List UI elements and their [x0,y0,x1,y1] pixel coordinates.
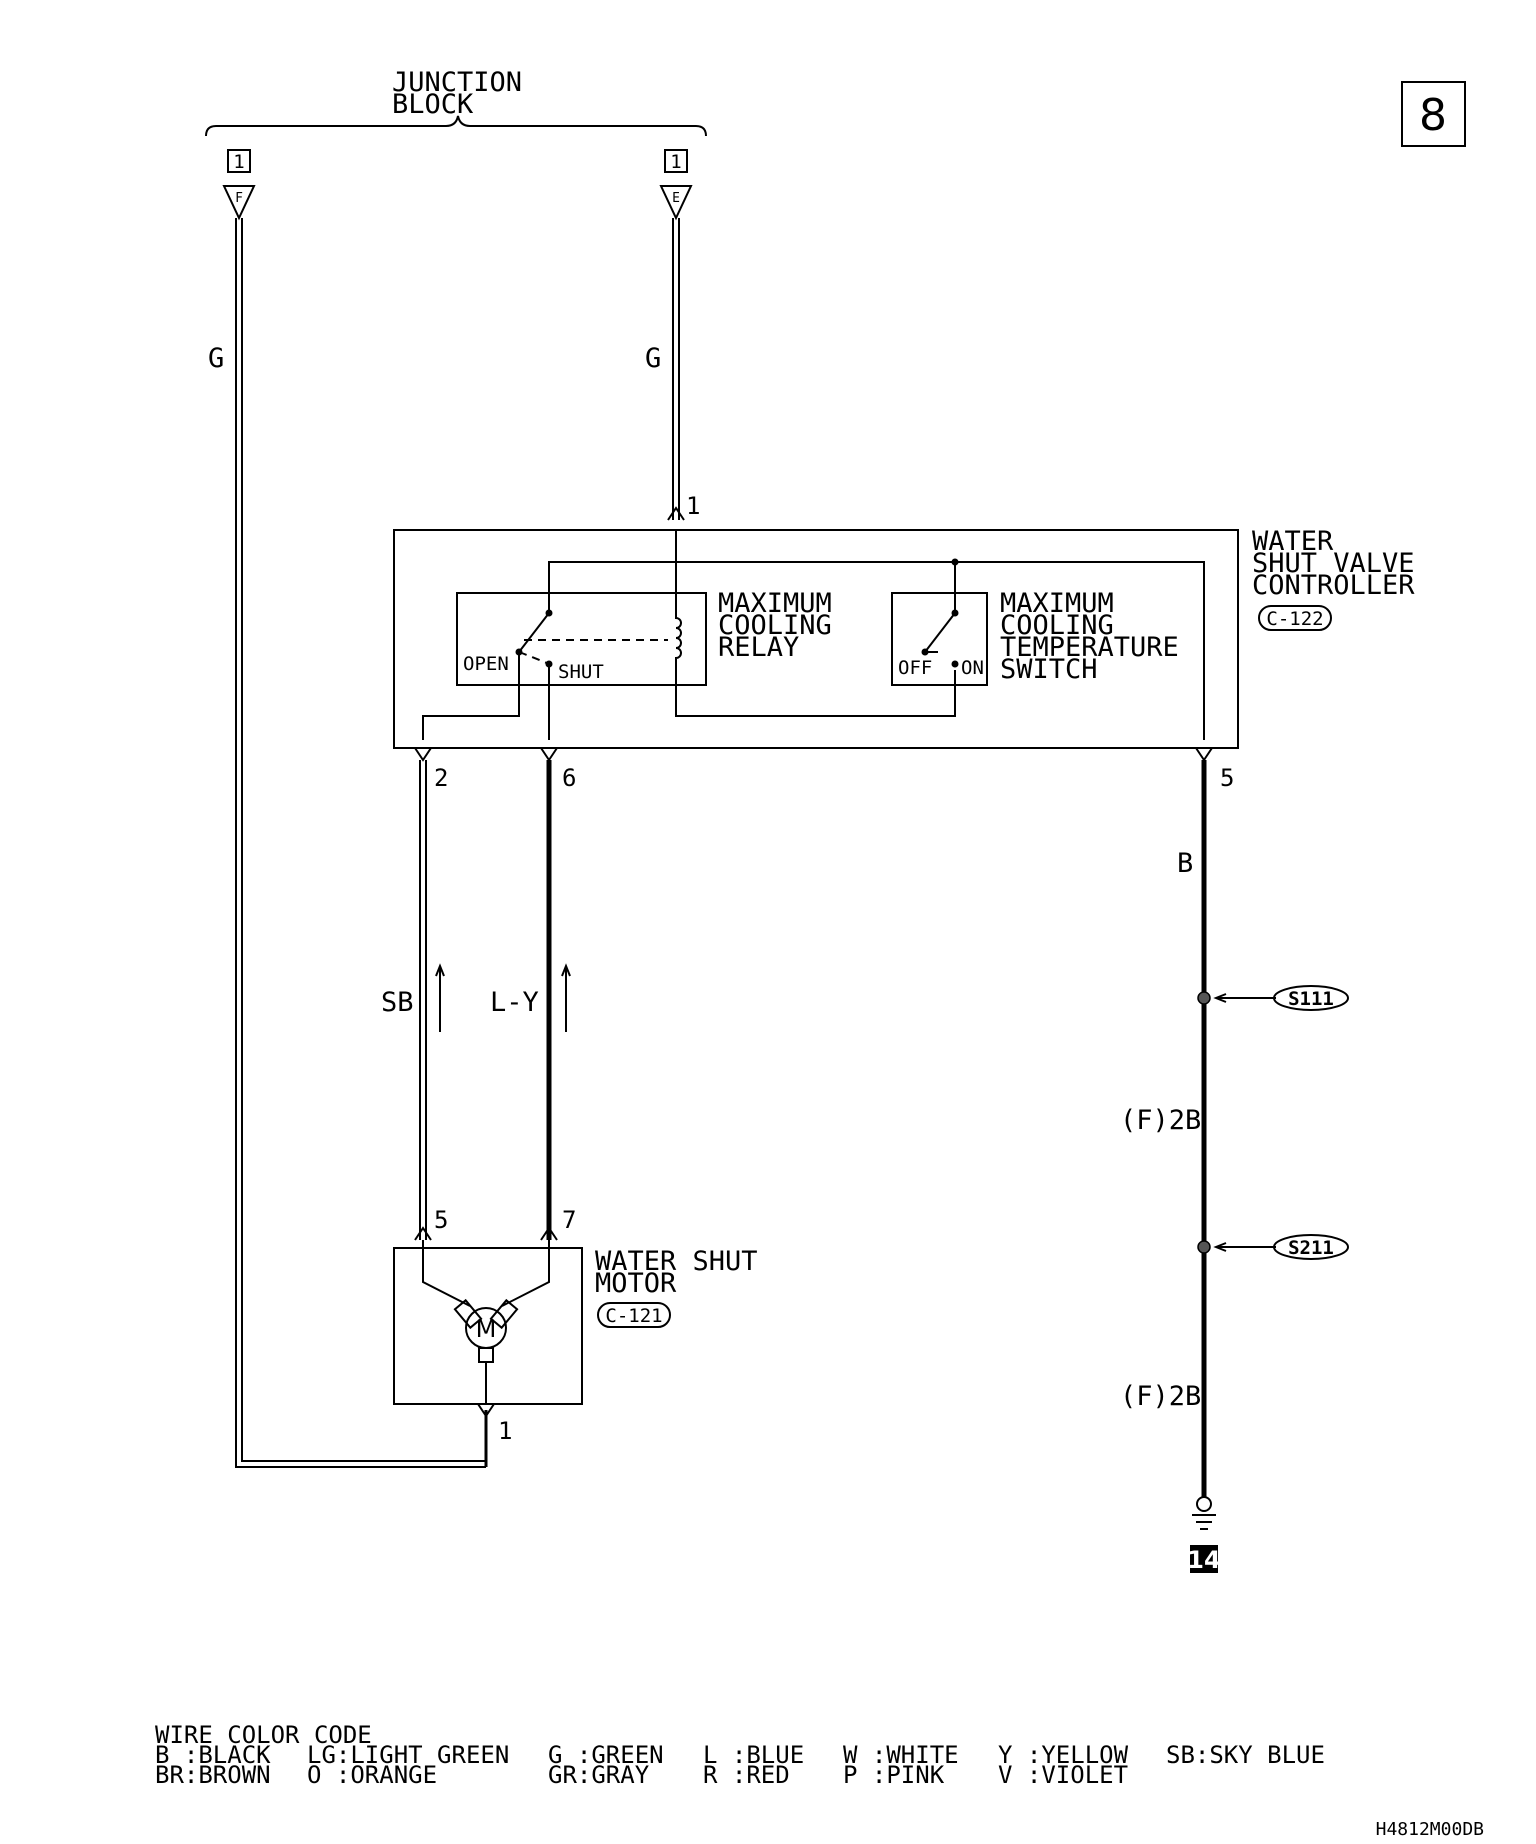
legend-row2-item: O :ORANGE [307,1761,437,1789]
footer-code: H4812M00DB [1376,1819,1484,1840]
junction-block-line1: JUNCTION [392,67,522,98]
legend-row1-item: G :GREEN [548,1741,664,1769]
motor-symbol: M [453,1298,519,1404]
legend-row2-item: R :RED [703,1761,790,1789]
left-terminal-letter: F [235,191,243,206]
legend-row2-item: BR:BROWN [155,1761,271,1789]
black-wire-color: B [1177,848,1193,879]
splice-s111: S111 [1197,985,1349,1011]
legend-row1-item: LG:LIGHT GREEN [307,1741,509,1769]
controller-connector-oval [1258,605,1332,631]
controller-pin-5: 5 [1220,764,1234,792]
relay-coil [675,590,682,668]
junction-block-line2: BLOCK [392,89,474,120]
splice-segment-1: (F)2B [1120,1105,1201,1136]
ground-number-box [1190,1545,1218,1573]
motor-line2: MOTOR [595,1268,677,1299]
legend-row2-item: GR:GRAY [548,1761,650,1789]
splice-s111-label: S111 [1288,988,1334,1010]
relay-line3: RELAY [718,632,799,663]
temp-switch-on: ON [961,657,984,679]
sb-wire: SB [381,760,445,1240]
motor-symbol-letter: M [476,1315,497,1343]
controller-box [393,529,1239,749]
water-shut-motor: 5 7 M 1 WATER SHUT MOTOR C-121 [393,1206,758,1445]
relay-contact-arm [518,612,550,653]
left-terminal-triangle [222,185,256,221]
legend-row1-item: W :WHITE [843,1741,959,1769]
ly-wire-color: L-Y [490,987,539,1018]
page-number-box: 8 [1401,81,1466,147]
motor-connector-oval [597,1302,671,1328]
ly-wire: L-Y [490,760,571,1240]
motor-pin-5: 5 [434,1206,448,1234]
legend-row1-item: Y :YELLOW [998,1741,1129,1769]
right-terminal-letter: E [672,191,680,206]
controller-pin-2: 2 [434,764,448,792]
relay-shut: SHUT [558,661,604,683]
controller-line3: CONTROLLER [1252,570,1415,601]
controller-pins: 2 6 5 [414,747,1234,792]
right-wire-color: G [645,343,661,374]
page-number: 8 [1419,90,1447,141]
controller-pin-6: 6 [562,764,576,792]
junction-block: JUNCTION BLOCK 1 F 1 E [205,67,707,221]
water-shut-valve-controller: WATER SHUT VALVE CONTROLLER C-122 OPEN S… [393,526,1415,749]
temp-switch-line2: COOLING [1000,610,1114,641]
relay-open: OPEN [463,653,509,675]
motor-pin-7: 7 [562,1206,576,1234]
black-ground-wire: B (F)2B (F)2B [1120,760,1207,1498]
ground-symbol: 14 [1187,1496,1221,1574]
legend-title: WIRE COLOR CODE [155,1721,372,1749]
controller-connector: C-122 [1266,608,1323,630]
splice-s211-label: S211 [1288,1237,1334,1259]
legend-row2-item: P :PINK [843,1761,945,1789]
wire-color-legend: WIRE COLOR CODE B :BLACK LG:LIGHT GREEN … [155,1721,1325,1789]
right-terminal-triangle [659,185,693,221]
temp-switch-arm [924,612,956,653]
right-green-wire: G 1 [645,218,700,521]
junction-block-brace [205,115,707,137]
ground-number: 14 [1187,1546,1220,1574]
left-wire-color: G [208,343,224,374]
sb-wire-color: SB [381,987,414,1018]
temp-switch-off: OFF [898,657,932,679]
motor-box [393,1247,583,1405]
motor-pin-1: 1 [498,1417,512,1445]
splice-segment-2: (F)2B [1120,1381,1201,1412]
legend-row1-item: SB:SKY BLUE [1166,1741,1325,1769]
legend-row1-item: L :BLUE [703,1741,804,1769]
legend-row2-item: V :VIOLET [998,1761,1128,1789]
right-connector-number: 1 [670,151,681,173]
motor-line1: WATER SHUT [595,1246,758,1277]
junction-dot [951,558,959,566]
temp-switch-line4: SWITCH [1000,654,1098,685]
temp-switch-box [891,592,988,686]
relay-line1: MAXIMUM [718,588,832,619]
controller-line1: WATER [1252,526,1334,557]
controller-line2: SHUT VALVE [1252,548,1415,579]
right-connector-box [664,149,688,173]
left-connector-box [227,149,251,173]
temp-switch-line1: MAXIMUM [1000,588,1114,619]
motor-connector: C-121 [605,1305,662,1327]
splice-s211: S211 [1197,1234,1349,1260]
relay-line2: COOLING [718,610,832,641]
legend-row1-item: B :BLACK [155,1741,271,1769]
left-green-wire: G [208,218,488,1468]
relay-box [456,592,707,686]
temp-switch-line3: TEMPERATURE [1000,632,1179,663]
left-connector-number: 1 [233,151,244,173]
controller-pin-top: 1 [686,492,700,520]
